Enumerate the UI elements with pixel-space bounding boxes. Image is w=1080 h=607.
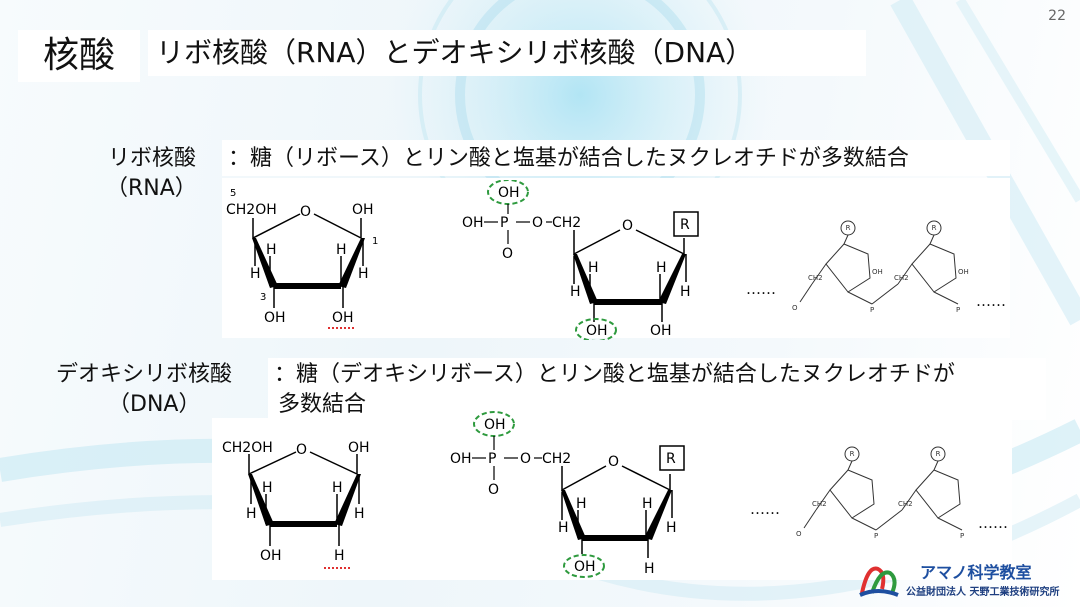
dna-label: デオキシリボ核酸 <box>56 362 233 387</box>
rna-abbreviation: （RNA） <box>106 176 197 201</box>
h-label: H <box>656 260 667 276</box>
dna-chain-structure: R R CH2 CH2 O P P <box>796 446 964 540</box>
ring-oxygen-label: O <box>608 454 619 470</box>
base-r-label: R <box>666 451 676 467</box>
oh-3-label: OH <box>260 548 282 564</box>
ch2-label: CH2 <box>542 451 571 467</box>
ch2oh-label: CH2OH <box>222 440 273 456</box>
logo: アマノ科学教室 公益財団法人 天野工業技術研究所 <box>858 557 1070 601</box>
dna-desc-panel <box>268 358 1046 420</box>
logo-organization: 公益財団法人 天野工業技術研究所 <box>906 587 1060 598</box>
h-label: H <box>680 284 691 300</box>
phosphate-oh-label: OH <box>484 417 506 433</box>
h-2-label: H <box>644 561 655 577</box>
rna-chain-structure: R R CH2 CH2 O P P OH OH <box>792 220 969 314</box>
ch2-label: CH2 <box>898 500 913 508</box>
oh-2-label: OH <box>332 310 354 326</box>
base-r-label: R <box>932 224 937 232</box>
h-label: H <box>262 480 273 496</box>
phosphorus-label: P <box>956 306 960 314</box>
oh-3-label: OH <box>586 323 608 339</box>
phosphorus-label: P <box>874 532 878 540</box>
h-label: H <box>666 520 677 536</box>
dna-abbreviation: （DNA） <box>108 392 201 417</box>
h-label: H <box>332 480 343 496</box>
o-label: O <box>502 246 513 262</box>
h-label: H <box>354 506 365 522</box>
page-title: 核酸 <box>18 30 140 82</box>
ch2-label: CH2 <box>812 500 827 508</box>
base-r-label: R <box>846 224 851 232</box>
ring-oxygen-label: O <box>300 204 311 220</box>
dna-chain-ellipsis-left: …… <box>750 500 780 518</box>
logo-name: アマノ科学教室 <box>920 563 1032 582</box>
base-r-label: R <box>936 450 941 458</box>
rna-nucleotide-structure: OH OH P O CH2 O O R H H H H OH OH <box>462 180 699 340</box>
pos-3-label: 3 <box>260 292 266 303</box>
deoxyribose-structure: CH2OH O OH H H H H OH H <box>222 440 370 569</box>
base-r-label: R <box>850 450 855 458</box>
ch2oh-label: CH2OH <box>226 202 277 218</box>
h-label: H <box>576 496 587 512</box>
anomeric-oh-label: OH <box>348 440 370 456</box>
ch2-label: CH2 <box>552 215 581 231</box>
oh-3-label: OH <box>574 559 596 575</box>
pos-1-label: 1 <box>372 236 378 247</box>
h-label: H <box>336 242 347 258</box>
anomeric-oh-label: OH <box>352 202 374 218</box>
h-label: H <box>250 266 261 282</box>
page-subtitle: リボ核酸（RNA）とデオキシリボ核酸（DNA） <box>148 30 866 76</box>
pos-5-label: 5 <box>230 188 236 199</box>
rna-chain-ellipsis-left: …… <box>746 280 776 298</box>
oh-2-label: OH <box>650 323 672 339</box>
h-label: H <box>358 266 369 282</box>
logo-icon <box>859 566 899 597</box>
rna-desc-panel <box>222 140 1010 176</box>
h-label: H <box>570 284 581 300</box>
rna-chain-ellipsis-right: …… <box>976 292 1006 310</box>
phosphorus-label: P <box>500 215 508 231</box>
h-2-label: H <box>334 548 345 564</box>
h-label: H <box>642 496 653 512</box>
ribose-structure: 5 CH2OH O OH 1 H H H H 3 OH OH <box>226 188 378 329</box>
dna-description-line2: 多数結合 <box>278 392 367 417</box>
h-label: H <box>246 506 257 522</box>
oh-label: OH <box>958 268 969 276</box>
phosphate-oh-label: OH <box>498 185 520 201</box>
o-label: O <box>796 530 802 538</box>
dna-description-line1: ：糖（デオキシリボース）とリン酸と塩基が結合したヌクレオチドが <box>274 362 955 387</box>
h-label: H <box>558 520 569 536</box>
ring-oxygen-label: O <box>622 218 633 234</box>
oh-3-label: OH <box>264 310 286 326</box>
ch2-label: CH2 <box>894 274 909 282</box>
dna-nucleotide-structure: OH OH P O CH2 O O R H H H H OH H <box>450 411 685 578</box>
phosphorus-label: P <box>960 532 964 540</box>
oh-label: OH <box>450 451 472 467</box>
ring-oxygen-label: O <box>296 442 307 458</box>
o-label: O <box>520 451 531 467</box>
h-label: H <box>588 260 599 276</box>
oh-label: OH <box>462 215 484 231</box>
h-label: H <box>266 242 277 258</box>
dna-structure-panel <box>212 418 1012 580</box>
o-label: O <box>792 304 798 312</box>
phosphorus-label: P <box>488 451 496 467</box>
o-label: O <box>532 215 543 231</box>
phosphorus-label: P <box>870 306 874 314</box>
oh-label: OH <box>872 268 883 276</box>
rna-description: ：糖（リボース）とリン酸と塩基が結合したヌクレオチドが多数結合 <box>228 146 909 171</box>
page-number: 22 <box>1048 8 1066 24</box>
rna-label: リボ核酸 <box>108 146 197 171</box>
base-r-label: R <box>680 217 690 233</box>
ch2-label: CH2 <box>808 274 823 282</box>
o-label: O <box>488 482 499 498</box>
dna-chain-ellipsis-right: …… <box>978 514 1008 532</box>
